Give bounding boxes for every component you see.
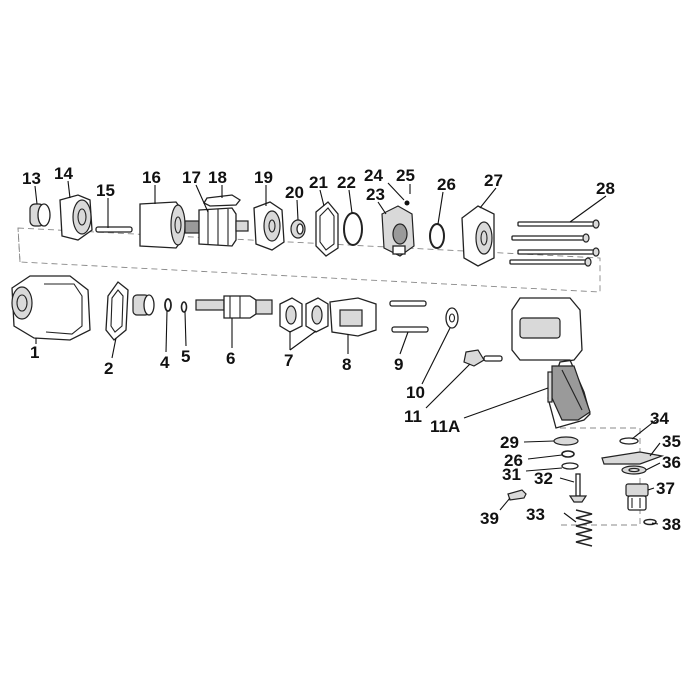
part-5-ring xyxy=(180,301,188,313)
part-15-pin xyxy=(95,226,133,233)
part-24-ball xyxy=(404,200,410,206)
label-11a: 11A xyxy=(430,417,460,436)
part-23-reverse-valve xyxy=(381,205,415,257)
label-25: 25 xyxy=(396,166,415,185)
part-17-rotor xyxy=(184,207,249,247)
label-20: 20 xyxy=(285,183,304,202)
part-7-hammers xyxy=(279,297,329,333)
label-1: 1 xyxy=(30,343,39,362)
label-15: 15 xyxy=(96,181,115,200)
part-13-bushing xyxy=(29,203,51,227)
part-11a-nameplate xyxy=(547,371,553,403)
part-3-bushing xyxy=(132,294,155,316)
label-26-top: 26 xyxy=(437,175,456,194)
label-27: 27 xyxy=(484,171,503,190)
label-9: 9 xyxy=(394,355,403,374)
label-38: 38 xyxy=(662,515,681,534)
label-19: 19 xyxy=(254,168,273,187)
part-4-ring xyxy=(164,298,172,312)
label-37: 37 xyxy=(656,479,675,498)
label-26-lower: 26 xyxy=(504,451,523,470)
leader-lines xyxy=(34,180,661,525)
label-36: 36 xyxy=(662,453,681,472)
part-28-bolts xyxy=(509,219,600,267)
part-2-gasket xyxy=(105,281,129,341)
part-36-gasket xyxy=(621,465,647,475)
part-16-cylinder xyxy=(139,201,186,249)
part-35-plate xyxy=(601,451,665,465)
label-7: 7 xyxy=(284,351,293,370)
part-1-hammer-case xyxy=(11,275,91,341)
label-17: 17 xyxy=(182,168,201,187)
label-33: 33 xyxy=(526,505,545,524)
label-4: 4 xyxy=(160,353,170,372)
label-6: 6 xyxy=(226,349,235,368)
part-33-spring xyxy=(575,509,593,547)
label-23: 23 xyxy=(366,185,385,204)
part-26-o-ring-lower xyxy=(561,450,575,458)
part-14-front-cover xyxy=(59,194,93,241)
part-31-ring xyxy=(561,462,579,470)
label-32: 32 xyxy=(534,469,553,488)
label-21: 21 xyxy=(309,173,328,192)
part-19-rear-plate xyxy=(253,201,285,251)
label-31: 31 xyxy=(502,465,521,484)
part-6-anvil xyxy=(195,295,273,319)
part-29-washer xyxy=(553,436,579,446)
part-10-washer xyxy=(445,307,459,329)
part-34-washer xyxy=(619,437,639,445)
part-trigger xyxy=(463,349,503,367)
part-39-cap xyxy=(507,489,527,501)
label-2: 2 xyxy=(104,359,113,378)
part-21-gasket xyxy=(315,201,339,257)
label-13: 13 xyxy=(22,169,41,188)
part-labels: 13 14 15 16 17 18 19 20 21 22 23 24 25 2… xyxy=(22,164,681,534)
part-38-ring xyxy=(643,518,657,526)
part-32-valve-stem xyxy=(568,473,588,503)
label-11: 11 xyxy=(404,407,422,426)
part-37-air-inlet xyxy=(625,483,649,511)
label-8: 8 xyxy=(342,355,351,374)
label-35: 35 xyxy=(662,432,681,451)
label-28: 28 xyxy=(596,179,615,198)
part-22-o-ring xyxy=(343,212,363,246)
label-10: 10 xyxy=(406,383,425,402)
assembly-guide-lines xyxy=(17,227,641,526)
label-16: 16 xyxy=(142,168,161,187)
label-5: 5 xyxy=(181,347,190,366)
label-18: 18 xyxy=(208,168,227,187)
label-14: 14 xyxy=(54,164,73,183)
part-27-rear-cover xyxy=(461,205,495,267)
label-22: 22 xyxy=(337,173,356,192)
label-39: 39 xyxy=(480,509,499,528)
part-26-o-ring-top xyxy=(429,223,445,249)
part-20-bearing xyxy=(290,219,306,239)
label-34: 34 xyxy=(650,409,669,428)
label-29: 29 xyxy=(500,433,519,452)
part-8-hammer-frame xyxy=(329,297,377,337)
part-9-pins xyxy=(389,300,429,333)
part-11-housing xyxy=(511,297,591,429)
label-24: 24 xyxy=(364,166,383,185)
